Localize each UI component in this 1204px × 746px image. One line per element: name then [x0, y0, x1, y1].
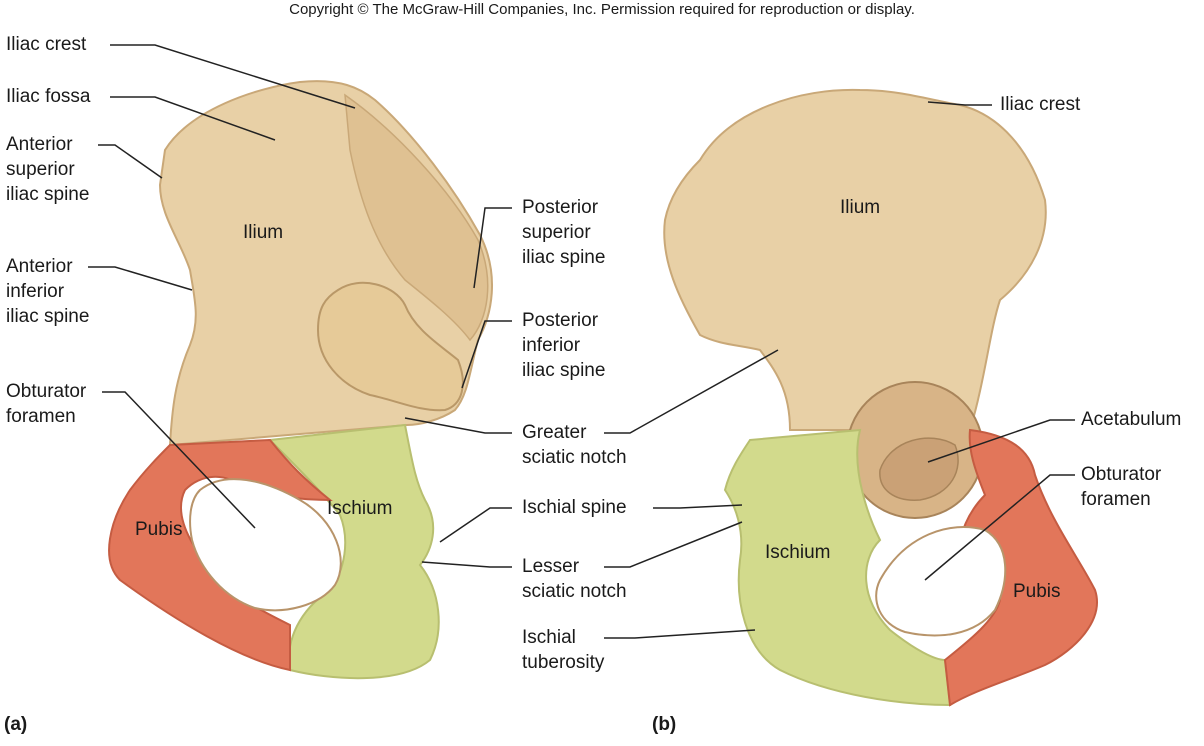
ilium-medial [663, 88, 1047, 431]
leader-ischial-spine-a [439, 507, 512, 543]
leader-acetabulum [927, 419, 1075, 463]
pubis-medial [943, 428, 1098, 707]
ischium-medial [723, 428, 952, 707]
panel-tag-b: (b) [652, 714, 677, 735]
label-posterior-superior-iliac-spine: Posterior superior iliac spine [522, 197, 606, 268]
leader-ischial-tuberosity [604, 629, 756, 639]
label-ischial-spine: Ischial spine [522, 497, 627, 518]
region-ischium-a: Ischium [327, 498, 393, 519]
label-ischial-tuberosity: Ischial tuberosity [522, 627, 605, 673]
leader-lesser-sciatic-a [421, 561, 512, 568]
leader-iliac-fossa-a [110, 96, 276, 141]
label-iliac-fossa-a: Iliac fossa [6, 86, 91, 107]
region-pubis-b: Pubis [1013, 581, 1061, 602]
leader-greater-sciatic-b [604, 349, 779, 434]
leader-ant-inf-spine [88, 266, 193, 291]
region-pubis-a: Pubis [135, 519, 183, 540]
region-ilium-b: Ilium [840, 197, 881, 218]
leader-post-inf-spine [461, 320, 512, 389]
leader-obturator-b [924, 474, 1075, 581]
label-acetabulum: Acetabulum [1081, 409, 1182, 430]
ischium-lateral [267, 423, 440, 680]
leader-post-sup-spine [473, 207, 512, 289]
copyright-notice: Copyright © The McGraw-Hill Companies, I… [289, 1, 915, 18]
region-ilium-a: Ilium [243, 222, 284, 243]
leader-ischial-spine-b [653, 504, 743, 509]
label-anterior-inferior-iliac-spine: Anterior inferior iliac spine [6, 256, 90, 327]
obturator-foramen-lateral [189, 478, 342, 612]
leader-obturator-a [102, 391, 256, 529]
label-obturator-foramen-b: Obturator foramen [1081, 464, 1162, 510]
region-ischium-b: Ischium [765, 542, 831, 563]
label-anterior-superior-iliac-spine: Anterior superior iliac spine [6, 134, 90, 205]
leader-ant-sup-spine [98, 144, 163, 179]
auricular-surface [316, 281, 464, 412]
label-iliac-crest-a: Iliac crest [6, 34, 87, 55]
label-obturator-foramen-a: Obturator foramen [6, 381, 87, 427]
label-posterior-inferior-iliac-spine: Posterior inferior iliac spine [522, 310, 606, 381]
leader-lines [88, 44, 1075, 639]
label-iliac-crest-b: Iliac crest [1000, 94, 1081, 115]
obturator-foramen-medial [875, 526, 1007, 637]
label-lesser-sciatic-notch: Lesser sciatic notch [522, 556, 627, 602]
leader-iliac-crest-a [110, 44, 356, 109]
iliac-crest-ridge-lateral [344, 93, 489, 342]
hip-bone-lateral-view [108, 80, 493, 680]
leader-lesser-sciatic-b [604, 521, 743, 568]
panel-tag-a: (a) [4, 714, 28, 735]
acetabular-fossa [879, 437, 959, 501]
hip-bone-medial-view [663, 88, 1098, 707]
leader-iliac-crest-b [927, 101, 992, 106]
leader-greater-sciatic-a [404, 417, 512, 434]
label-greater-sciatic-notch: Greater sciatic notch [522, 422, 627, 468]
